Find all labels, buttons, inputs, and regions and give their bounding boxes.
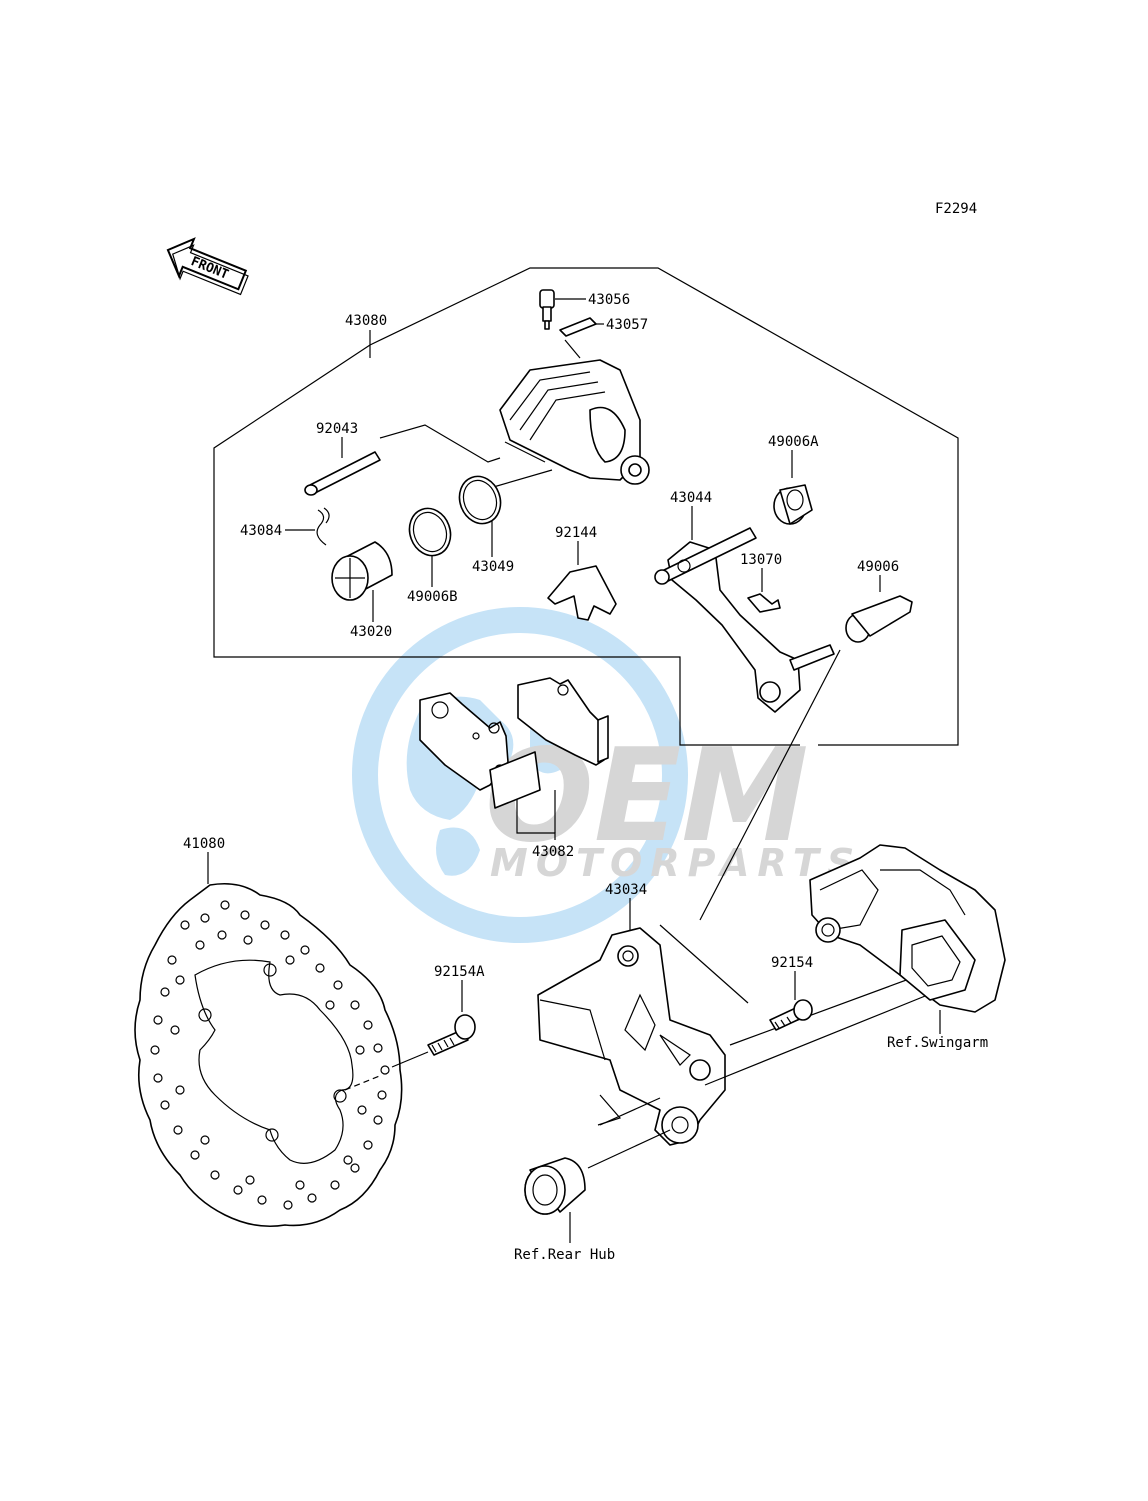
label-43056: 43056 — [588, 292, 630, 308]
pin-boot-49006 — [845, 595, 913, 643]
bracket-axis-1 — [599, 1097, 661, 1126]
hub-axis-2 — [587, 1129, 671, 1169]
label-13070: 13070 — [740, 552, 782, 568]
bushing-49006A — [773, 484, 813, 525]
piston — [331, 541, 393, 601]
bolt-92154 — [769, 999, 813, 1031]
label-43082: 43082 — [532, 844, 574, 860]
label-43084: 43084 — [240, 523, 282, 539]
watermark-brand: OEM — [485, 722, 809, 871]
disc-bolt-axis — [344, 1074, 383, 1091]
pad-spring — [547, 565, 617, 621]
brake-pad-rear — [517, 677, 609, 766]
label-49006B: 49006B — [407, 589, 458, 605]
label-43049: 43049 — [472, 559, 514, 575]
bleeder-cap — [559, 317, 597, 359]
labels: 43080 43056 43057 92043 43084 43049 4900… — [183, 292, 988, 1263]
slide-pin — [304, 451, 381, 496]
label-43020: 43020 — [350, 624, 392, 640]
torque-bracket — [537, 927, 726, 1146]
label-92154: 92154 — [771, 955, 813, 971]
small-clip — [747, 593, 781, 613]
swingarm-ref — [809, 844, 1006, 1013]
label-43044: 43044 — [670, 490, 712, 506]
bleeder-valve — [539, 289, 555, 330]
label-43080: 43080 — [345, 313, 387, 329]
watermark-sub: MOTORPARTS — [490, 841, 862, 885]
bracket-axis-2 — [659, 924, 749, 1004]
brake-pad-front — [419, 692, 541, 809]
figure-code: F2294 — [935, 201, 977, 217]
seal-43049 — [458, 475, 502, 525]
label-92154A: 92154A — [434, 964, 485, 980]
label-92144: 92144 — [555, 525, 597, 541]
bolt-axis-line — [391, 1051, 429, 1068]
bolt-92154A — [427, 1014, 476, 1056]
piston-axis-line — [489, 469, 553, 489]
assembly-outline-2 — [369, 267, 959, 746]
label-92043: 92043 — [316, 421, 358, 437]
swingarm-axis — [729, 974, 921, 1046]
clip — [316, 507, 330, 546]
label-43034: 43034 — [605, 882, 647, 898]
brake-disc — [134, 882, 403, 1228]
front-arrow-icon: FRONT — [166, 237, 249, 296]
caliper-guide-line — [379, 424, 501, 463]
label-49006: 49006 — [857, 559, 899, 575]
label-43057: 43057 — [606, 317, 648, 333]
assembly-outline — [213, 344, 800, 746]
seal-49006B — [408, 507, 452, 557]
label-49006A: 49006A — [768, 434, 819, 450]
ref-rear-hub: Ref.Rear Hub — [514, 1247, 615, 1263]
hub-axis — [704, 989, 941, 1086]
label-41080: 41080 — [183, 836, 225, 852]
caliper-body — [499, 359, 650, 485]
ref-swingarm: Ref.Swingarm — [887, 1035, 988, 1051]
rear-hub-collar — [524, 1157, 586, 1215]
caliper-bracket — [654, 527, 835, 713]
link-line-1 — [699, 649, 841, 921]
